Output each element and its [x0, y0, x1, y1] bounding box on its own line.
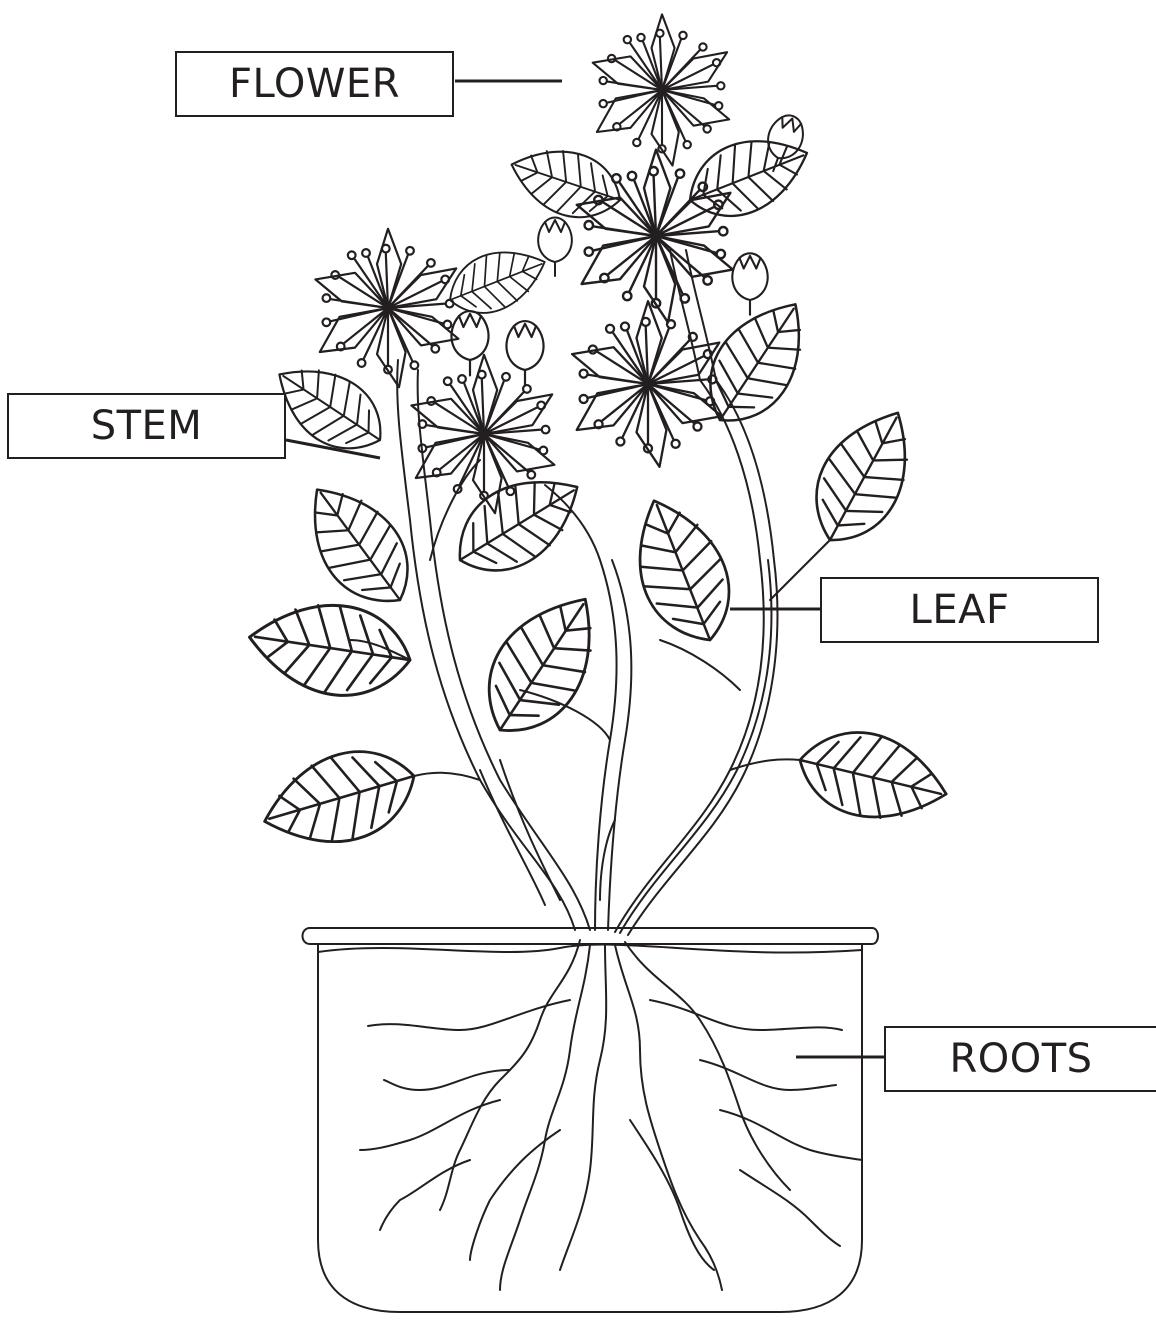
- leaf-label: LEAF: [820, 577, 1099, 643]
- pot: [303, 928, 879, 1312]
- stem-leader-line: [286, 440, 380, 458]
- roots-drawing: [360, 940, 862, 1290]
- flower-label: FLOWER: [175, 51, 454, 117]
- stem-label: STEM: [7, 393, 286, 459]
- roots-label: ROOTS: [884, 1026, 1156, 1092]
- buds-drawing: [451, 110, 809, 385]
- leaves-drawing: [242, 122, 956, 861]
